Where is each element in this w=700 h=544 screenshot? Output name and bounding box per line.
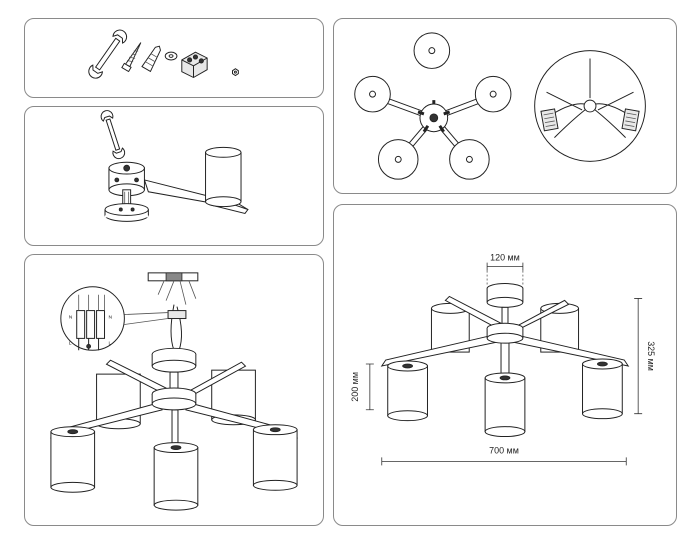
wall-plug-icon [141,45,161,73]
panel-wiring: N L N L [24,254,324,526]
top-view-chandelier [354,32,512,180]
dim-total-width: 700 мм [489,445,519,455]
panel-arm-assembly [24,106,324,246]
wire-label-l-right: L [108,340,111,346]
dim-total-height: 325 мм [646,341,656,371]
wrench-icon [88,29,128,79]
panel-dimensions: 120 мм 325 мм 200 мм 700 мм [333,204,677,526]
hardware-illustration [88,29,239,79]
screw-icon [121,42,142,73]
panel-hardware-parts [24,18,324,98]
dim-top-width: 120 мм [490,253,520,263]
top-view-illustration [354,32,646,180]
panel-top-view [333,18,677,194]
wire-label-n-left: N [69,315,73,321]
washer-icon [164,51,178,61]
dimensions-illustration: 120 мм 325 мм 200 мм 700 мм [350,253,656,466]
wrench-icon [100,110,126,160]
junction-detail-callout [534,50,646,162]
arm-assembly-illustration [100,110,249,222]
wiring-detail-callout: N L N L [60,286,169,351]
nut-icon [232,68,239,77]
wire-label-n-right: N [108,315,112,321]
wiring-illustration: N L N L [50,272,298,511]
terminal-block-icon [181,51,208,79]
dim-shade-height: 200 мм [350,372,360,402]
wire-label-l-left: L [69,340,72,346]
